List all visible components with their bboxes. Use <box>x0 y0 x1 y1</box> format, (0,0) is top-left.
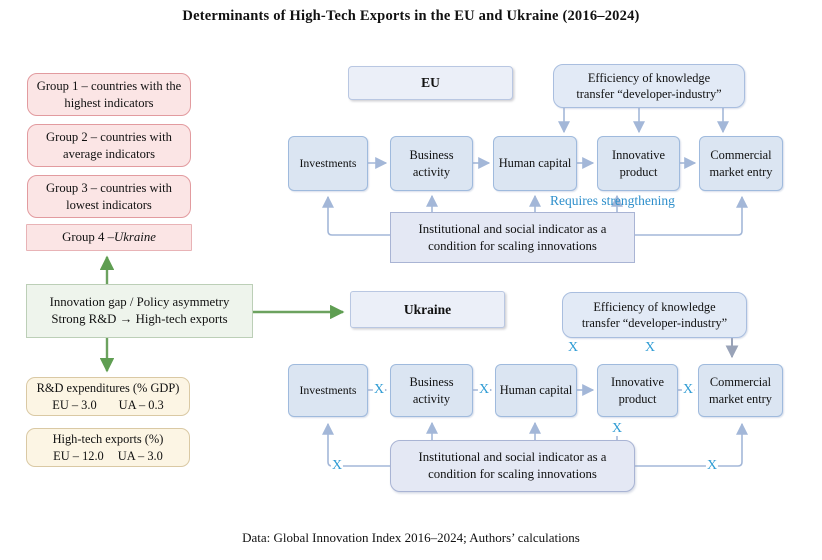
group4-box: Group 4 – Ukraine <box>26 224 192 251</box>
x-mark-inst-invest: X <box>330 458 344 473</box>
ua-flow-innovative-product: Innovative product <box>597 364 678 417</box>
group1-box: Group 1 – countries with the highest ind… <box>27 73 191 116</box>
ht-eu-value: EU – 12.0 <box>53 448 104 463</box>
ht-values: EU – 12.0 UA – 3.0 <box>53 448 163 464</box>
eu-inst-line2: condition for scaling innovations <box>428 238 597 253</box>
ht-title: High-tech exports (%) <box>52 432 164 447</box>
eu-flow-investments: Investments <box>288 136 368 191</box>
rnd-ua-value: UA – 0.3 <box>118 397 164 412</box>
x-mark-invest-business: X <box>372 382 386 397</box>
ua-inst-line2: condition for scaling innovations <box>428 467 597 481</box>
x-mark-eff-product: X <box>643 340 657 355</box>
gap-line1: Innovation gap / Policy asymmetry <box>49 295 230 310</box>
ua-eff-line2: transfer “developer-industry” <box>581 316 728 330</box>
ua-efficiency-box: Efficiency of knowledge transfer “develo… <box>562 292 747 338</box>
ua-eff-line1: Efficiency of knowledge <box>593 299 716 314</box>
ukraine-header-box: Ukraine <box>350 291 505 328</box>
ua-flow-human-capital: Human capital <box>495 364 577 417</box>
rnd-expenditures-box: R&D expenditures (% GDP) EU – 3.0 UA – 0… <box>26 377 190 416</box>
ua-inst-line1: Institutional and social indicator as a <box>418 450 607 465</box>
group3-box: Group 3 – countries with lowest indicato… <box>27 175 191 218</box>
ua-flow-business-activity: Business activity <box>390 364 473 417</box>
x-mark-business-human: X <box>477 382 491 397</box>
eu-flow-business-activity: Business activity <box>390 136 473 191</box>
innovation-gap-box: Innovation gap / Policy asymmetry Strong… <box>26 284 253 338</box>
figure-title: Determinants of High-Tech Exports in the… <box>182 8 640 24</box>
ua-flow-commercial-market-entry: Commercial market entry <box>698 364 783 417</box>
rnd-values: EU – 3.0 UA – 0.3 <box>52 397 164 413</box>
source-caption: Data: Global Innovation Index 2016–2024;… <box>242 530 580 545</box>
eu-flow-human-capital: Human capital <box>493 136 577 191</box>
x-mark-eff-human: X <box>566 340 580 355</box>
ua-flow-investments: Investments <box>288 364 368 417</box>
eu-arrow-inst-invest <box>322 195 390 236</box>
gap-line2: Strong R&D → High-tech exports <box>51 312 228 326</box>
eu-eff-line2: transfer “developer-industry” <box>576 87 722 101</box>
x-mark-inst-market: X <box>705 458 719 473</box>
rnd-eu-value: EU – 3.0 <box>52 397 97 412</box>
eu-header-box: EU <box>348 66 513 100</box>
rnd-title: R&D expenditures (% GDP) <box>36 381 180 396</box>
eu-connectors <box>322 108 748 236</box>
ht-ua-value: UA – 3.0 <box>117 448 163 463</box>
x-mark-product-market: X <box>681 382 695 397</box>
eu-arrow-inst-market <box>635 195 748 236</box>
eu-eff-line1: Efficiency of knowledge <box>587 70 711 85</box>
eu-flow-innovative-product: Innovative product <box>597 136 680 191</box>
x-mark-inst-product: X <box>610 421 624 436</box>
group4-prefix: Group 4 – <box>62 230 114 245</box>
ua-arrow-inst-market <box>635 422 748 467</box>
group2-box: Group 2 – countries with average indicat… <box>27 124 191 167</box>
eu-efficiency-box: Efficiency of knowledge transfer “develo… <box>553 64 745 108</box>
green-connectors <box>99 255 345 373</box>
eu-institutional-box: Institutional and social indicator as a … <box>390 212 635 263</box>
group4-country: Ukraine <box>113 230 156 245</box>
eu-inst-line1: Institutional and social indicator as a <box>418 221 607 236</box>
eu-flow-commercial-market-entry: Commercial market entry <box>699 136 783 191</box>
requires-strengthening-note: Requires strengthening <box>550 193 675 208</box>
hightech-exports-box: High-tech exports (%) EU – 12.0 UA – 3.0 <box>26 428 190 467</box>
ua-institutional-box: Institutional and social indicator as a … <box>390 440 635 492</box>
